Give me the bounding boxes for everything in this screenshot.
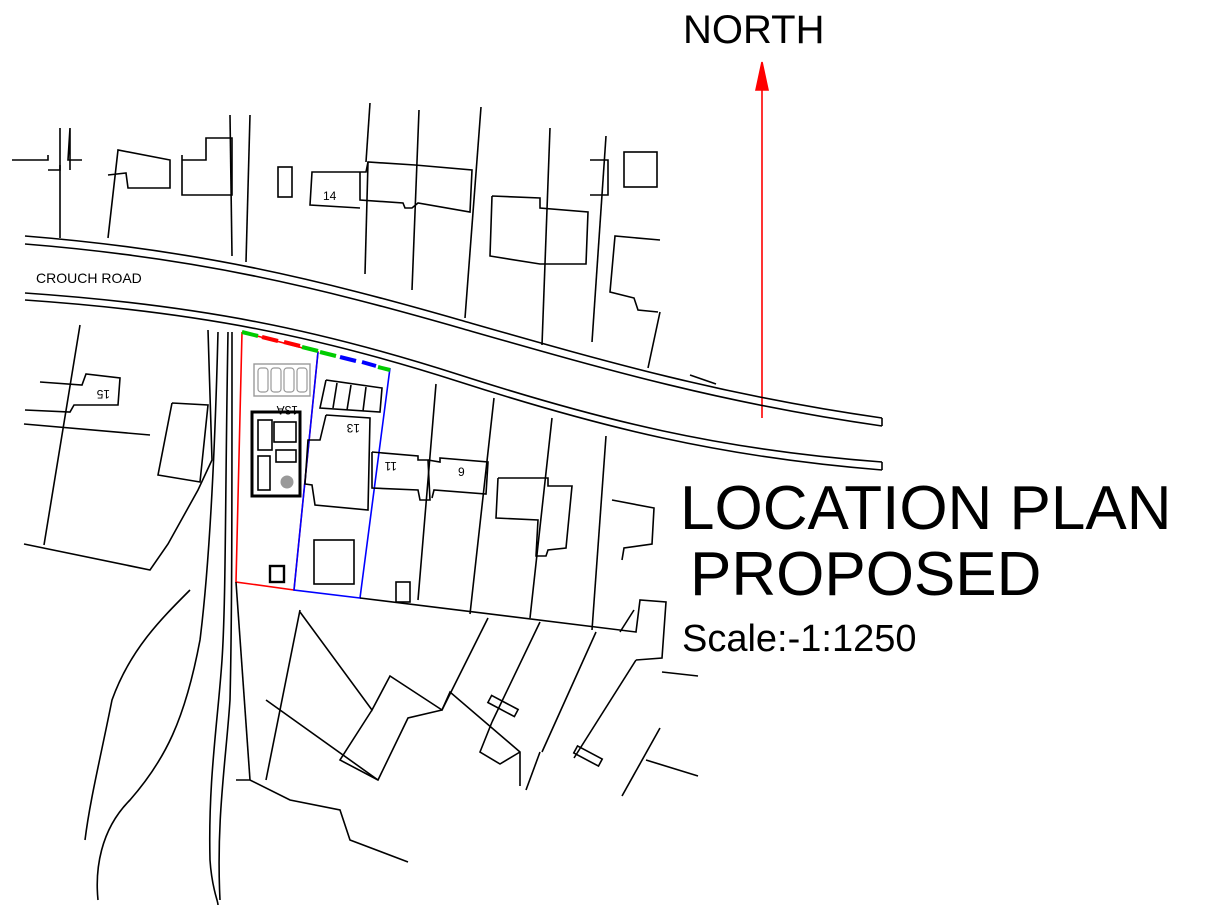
plot-15: 15 — [23, 324, 213, 571]
plot-number-11: 11 — [384, 459, 397, 473]
north-side-plots: 14 — [12, 102, 717, 385]
plot-number-15: 15 — [96, 387, 110, 401]
plan-scale: Scale:-1:1250 — [682, 618, 917, 660]
north-arrow-icon — [755, 61, 769, 418]
crouch-road — [24, 235, 883, 471]
site-boundary-13a — [235, 331, 319, 591]
plot-number-14: 14 — [323, 189, 337, 203]
plot-13: 13 — [304, 379, 383, 585]
north-label: NORTH — [683, 8, 825, 52]
plot-number-13: 13 — [346, 421, 360, 435]
proposed-dwelling-13a — [250, 410, 302, 498]
visibility-splay — [241, 330, 391, 372]
road-name: CROUCH ROAD — [36, 270, 142, 286]
plot-number-13a: 13A — [277, 403, 298, 417]
plan-title-line2: PROPOSED — [690, 540, 1042, 609]
boundary-13 — [293, 351, 391, 599]
southern-plots — [235, 581, 699, 863]
parking-13a — [253, 363, 311, 397]
bin-store — [268, 564, 286, 584]
plots-11-9: 11 9 — [359, 383, 667, 661]
plot-number-9: 9 — [458, 465, 465, 479]
plan-title-line1: LOCATION PLAN — [680, 474, 1172, 543]
stream-banks — [84, 331, 233, 906]
